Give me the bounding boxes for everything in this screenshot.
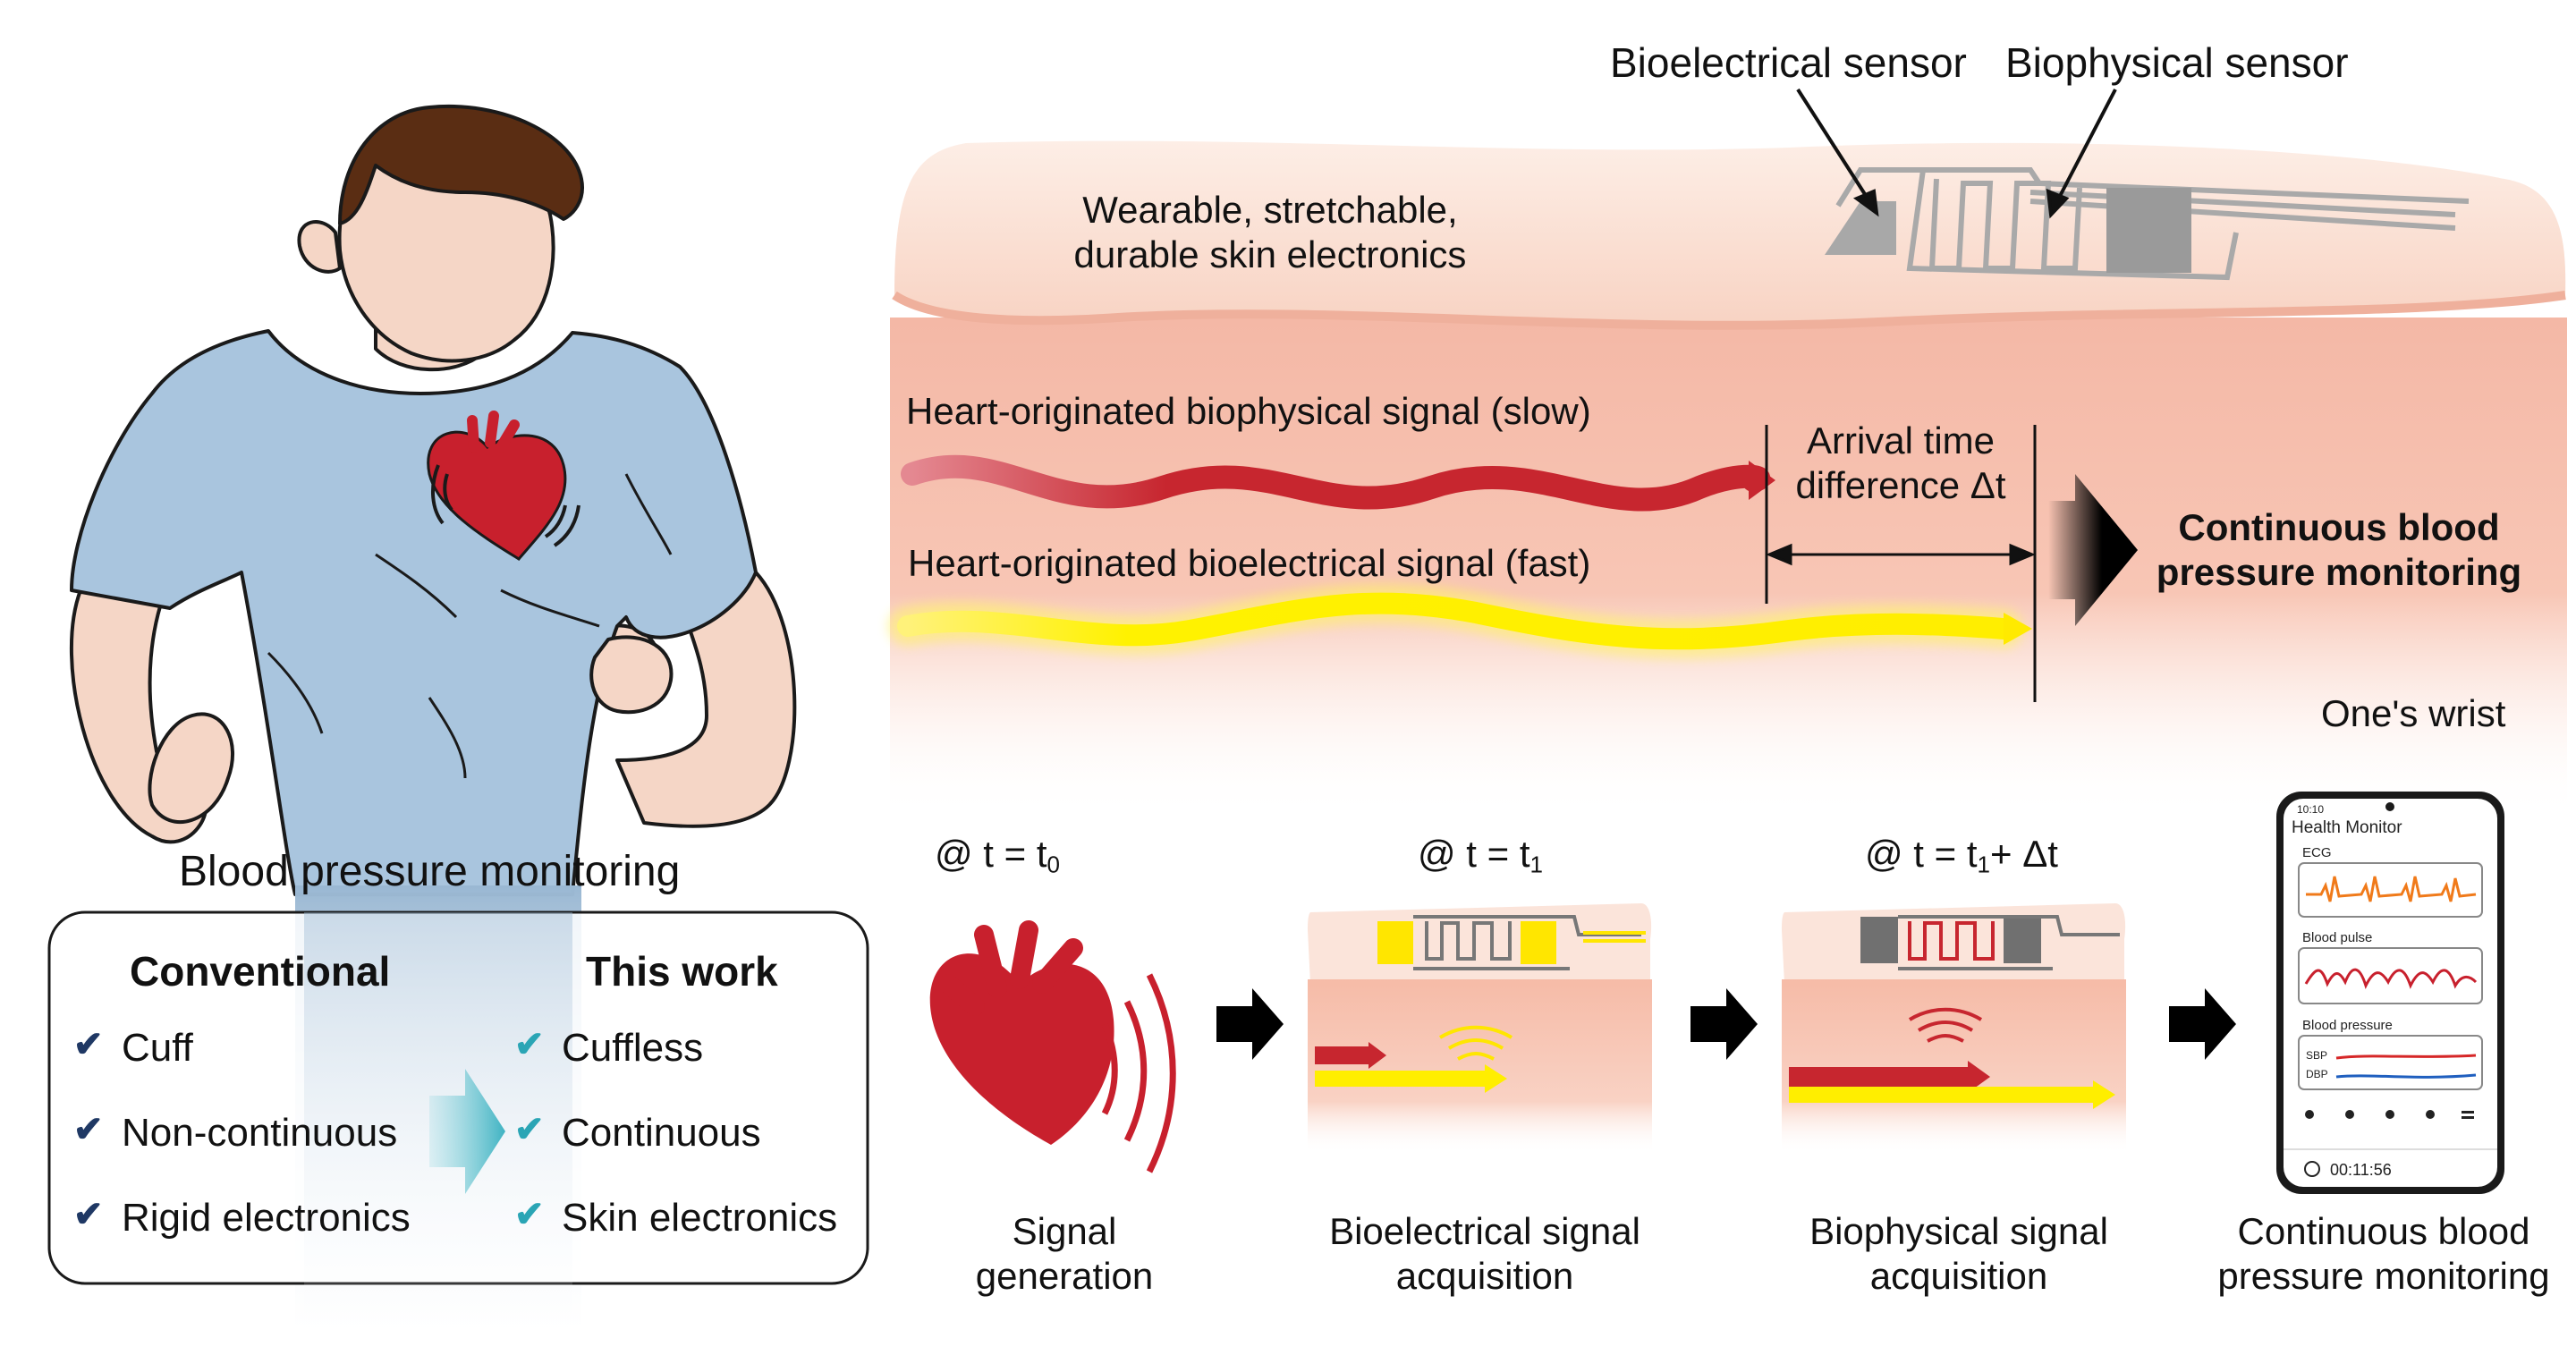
phone-timer: 00:11:56 xyxy=(2330,1161,2392,1179)
time-label-t0: @ t = t0 xyxy=(935,832,1060,877)
arrival-time-line1: Arrival time xyxy=(1806,419,1996,462)
wrist-label: One's wrist xyxy=(2321,692,2506,734)
biophysical-sensor-pad xyxy=(2106,188,2191,273)
caption-biophysical-acquisition: Biophysical signal acquisition xyxy=(1775,1209,2142,1299)
sensor-pointer-arrows xyxy=(1796,88,2117,219)
biophysical-signal-arrowhead xyxy=(1749,461,1775,500)
caption-biophysical-acquisition-line2: acquisition xyxy=(1869,1255,2048,1297)
result-line2: pressure monitoring xyxy=(2156,551,2522,593)
thiswork-item-cuffless: Cuffless xyxy=(562,1026,704,1070)
caption-bioelectrical-acquisition-line1: Bioelectrical signal xyxy=(1329,1210,1640,1252)
phone-ecg-label: ECG xyxy=(2302,845,2332,860)
biophysical-acquisition-block xyxy=(1782,903,2126,1154)
caption-signal-generation: Signal generation xyxy=(921,1209,1208,1299)
time-label-t2: @ t = t1+ Δt xyxy=(1865,832,2058,877)
biophysical-signal-wave xyxy=(901,454,1771,512)
checkbox-icon: ✔ xyxy=(514,1195,545,1234)
caption-signal-generation-line2: generation xyxy=(975,1255,1154,1297)
phone-time: 10:10 xyxy=(2297,803,2325,816)
conventional-item-cuff: Cuff xyxy=(122,1026,193,1070)
caption-continuous-monitoring: Continuous blood pressure monitoring xyxy=(2196,1209,2572,1299)
caption-bioelectrical-acquisition: Bioelectrical signal acquisition xyxy=(1301,1209,1668,1299)
caption-signal-generation-line1: Signal xyxy=(1012,1210,1117,1252)
phone-pulse-label: Blood pulse xyxy=(2302,930,2373,945)
checkbox-icon: ✔ xyxy=(514,1025,545,1064)
phone-dbp-label: DBP xyxy=(2306,1068,2328,1080)
arrival-time-label: Arrival time difference Δt xyxy=(1775,419,2026,508)
phone-sbp-label: SBP xyxy=(2306,1049,2328,1062)
bp-monitoring-title: Blood pressure monitoring xyxy=(179,848,681,895)
result-label: Continuous blood pressure monitoring xyxy=(2142,505,2536,595)
arrival-time-line2: difference Δt xyxy=(1795,464,2006,506)
conventional-item-noncontinuous: Non-continuous xyxy=(122,1111,398,1155)
checkbox-icon: ✔ xyxy=(514,1110,545,1149)
time-label-t1-prefix: @ t = t xyxy=(1418,833,1530,875)
skin-electronics-line2: durable skin electronics xyxy=(1073,233,1467,275)
heart-icon xyxy=(929,920,1176,1173)
time-label-t2-suffix: + Δt xyxy=(1990,833,2058,875)
phone-bp-label: Blood pressure xyxy=(2302,1018,2393,1033)
caption-continuous-monitoring-line2: pressure monitoring xyxy=(2217,1255,2550,1297)
time-label-t0-prefix: @ t = t xyxy=(935,833,1047,875)
biophysical-sensor-label: Biophysical sensor xyxy=(2005,39,2349,86)
thiswork-item-continuous: Continuous xyxy=(562,1111,761,1155)
chest-heart-icon xyxy=(427,411,580,561)
bioelectrical-sensor-label: Bioelectrical sensor xyxy=(1610,39,1967,86)
bioelectrical-signal-wave xyxy=(897,592,2014,650)
phone-app-title: Health Monitor xyxy=(2292,818,2402,837)
result-line1: Continuous blood xyxy=(2178,506,2500,548)
time-label-t1-sub: 1 xyxy=(1530,851,1543,878)
result-arrow xyxy=(2048,474,2138,626)
caption-continuous-monitoring-line1: Continuous blood xyxy=(2237,1210,2530,1252)
time-label-t1: @ t = t1 xyxy=(1418,832,1543,877)
phone-illustration xyxy=(2276,792,2504,1194)
checkbox-icon: ✔ xyxy=(73,1195,104,1234)
arrival-time-marker xyxy=(1765,425,2037,702)
time-label-t2-prefix: @ t = t xyxy=(1865,833,1978,875)
step-arrows xyxy=(1216,988,2236,1060)
fast-signal-label: Heart-originated bioelectrical signal (f… xyxy=(908,542,1591,584)
thiswork-item-skin: Skin electronics xyxy=(562,1196,838,1240)
conventional-title: Conventional xyxy=(130,948,391,995)
bioelectrical-signal-arrowhead xyxy=(2004,613,2032,645)
thiswork-title: This work xyxy=(586,948,778,995)
time-label-t0-sub: 0 xyxy=(1046,851,1060,878)
slow-signal-label: Heart-originated biophysical signal (slo… xyxy=(906,390,1591,432)
caption-bioelectrical-acquisition-line2: acquisition xyxy=(1395,1255,1574,1297)
checkbox-icon: ✔ xyxy=(73,1110,104,1149)
time-label-t2-sub: 1 xyxy=(1977,851,1990,878)
bioelectrical-acquisition-block xyxy=(1308,903,1652,1154)
comparison-arrow xyxy=(429,1069,505,1194)
skin-electronics-line1: Wearable, stretchable, xyxy=(1082,189,1458,231)
running-person-illustration xyxy=(69,105,797,896)
caption-biophysical-acquisition-line1: Biophysical signal xyxy=(1809,1210,2108,1252)
conventional-item-rigid: Rigid electronics xyxy=(122,1196,411,1240)
checkbox-icon: ✔ xyxy=(73,1025,104,1064)
wrist-skin-block xyxy=(890,140,2567,818)
skin-electronics-label: Wearable, stretchable, durable skin elec… xyxy=(1055,188,1485,277)
